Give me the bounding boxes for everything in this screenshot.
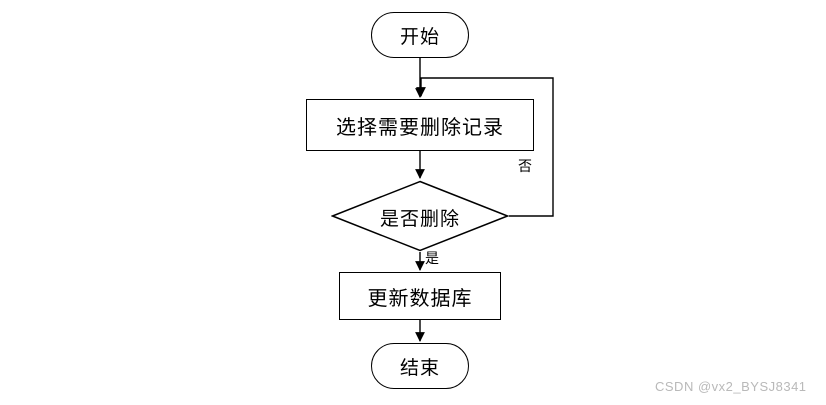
node-decision-delete[interactable]: 是否删除 xyxy=(330,180,510,252)
decision-shape xyxy=(330,180,510,252)
node-decision-delete-label: 是否删除 xyxy=(379,209,460,230)
watermark-text: CSDN @vx2_BYSJ8341 xyxy=(655,379,807,394)
node-end-label: 结束 xyxy=(399,357,440,379)
node-select-record-label: 选择需要删除记录 xyxy=(336,116,504,139)
node-update-database[interactable]: 更新数据库 xyxy=(339,272,501,320)
node-select-record[interactable]: 选择需要删除记录 xyxy=(306,99,534,151)
node-end[interactable]: 结束 xyxy=(371,343,469,389)
node-update-database-label: 更新数据库 xyxy=(367,287,473,310)
edge-label-yes: 是 xyxy=(425,250,439,266)
edge-label-no: 否 xyxy=(518,158,532,174)
node-start[interactable]: 开始 xyxy=(371,12,469,58)
node-start-label: 开始 xyxy=(399,26,440,48)
connector-decision-no-loopback xyxy=(416,77,554,217)
